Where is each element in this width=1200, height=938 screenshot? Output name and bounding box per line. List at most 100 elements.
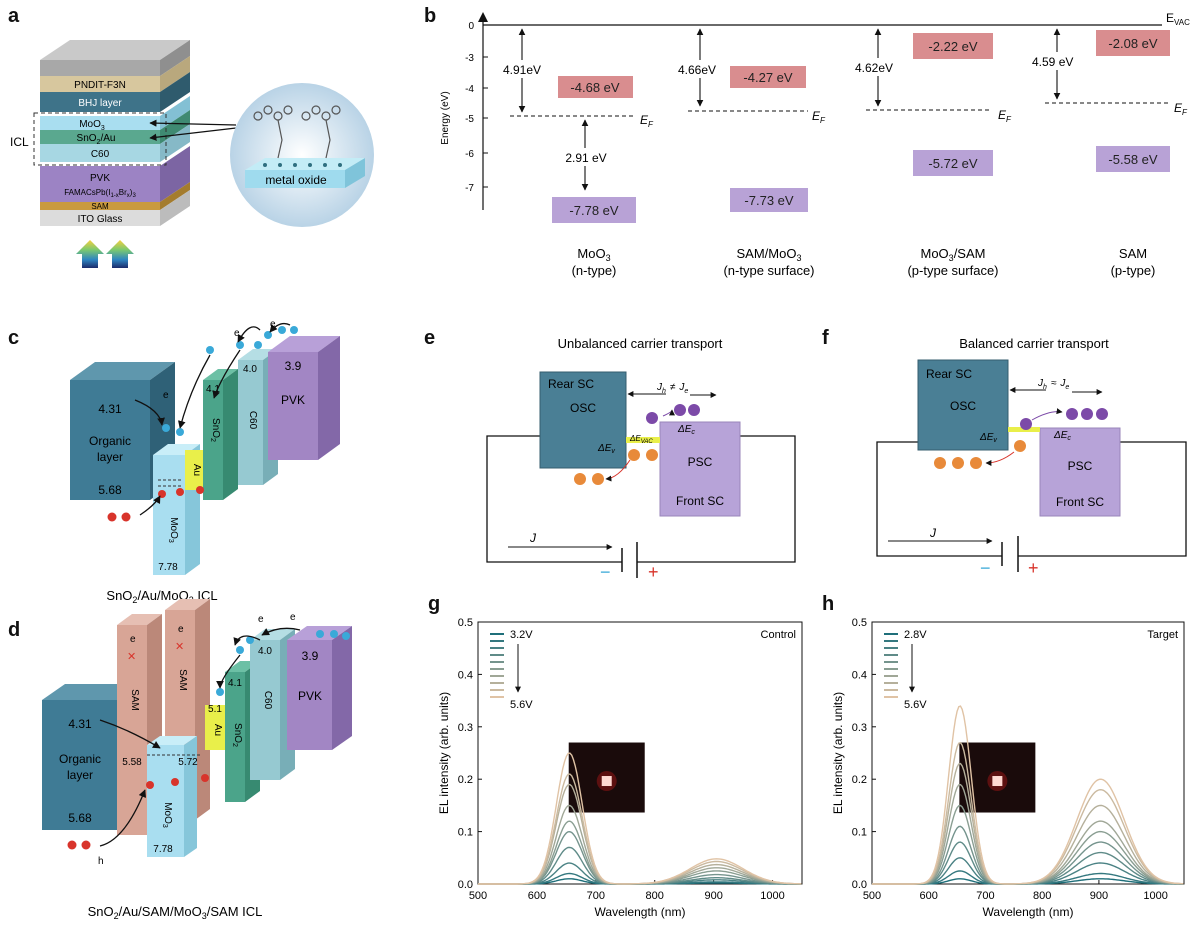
panel-h-letter: h — [822, 593, 834, 615]
cbm-box — [558, 76, 633, 98]
x-tick-label: 600 — [528, 890, 546, 902]
svg-text:MoO3: MoO3 — [79, 119, 105, 132]
svg-text:(n-type): (n-type) — [572, 263, 617, 278]
svg-text:+: + — [1028, 558, 1039, 578]
svg-text:3.9: 3.9 — [285, 359, 302, 373]
y-axis-label: EL intensity (arb. units) — [831, 692, 845, 814]
svg-text:7.78: 7.78 — [153, 844, 173, 855]
work-function-label: 4.91eV — [503, 63, 541, 77]
svg-text:e: e — [130, 634, 136, 645]
svg-text:ΔEv: ΔEv — [597, 443, 615, 455]
x-tick-label: 900 — [1090, 890, 1108, 902]
svg-text:-4.27 eV: -4.27 eV — [743, 70, 792, 85]
svg-text:Au: Au — [212, 724, 223, 736]
layer-moo3 — [40, 116, 160, 130]
el-spot — [601, 776, 612, 787]
svg-text:(n-type surface): (n-type surface) — [723, 263, 814, 278]
svg-text:EVAC: EVAC — [1166, 11, 1190, 27]
svg-text:SAM/MoO3: SAM/MoO3 — [737, 246, 802, 263]
energy-column-sam-moo3: 4.66eV -4.27 eV EF -7.73 eV SAM/MoO3 (n-… — [676, 28, 826, 278]
vbm-box — [552, 197, 636, 223]
x-tick-label: 600 — [920, 890, 938, 902]
sno2-block — [203, 380, 223, 500]
svg-text:Organic: Organic — [89, 434, 131, 448]
svg-text:Jh≠Je: Jh≠Je — [656, 382, 688, 395]
panel-c-letter: c — [8, 327, 19, 349]
energy-column-moo3: 4.91eV -4.68 eV EF 2.91 eV -7.78 eV MoO3… — [500, 28, 654, 278]
x-tick-label: 700 — [587, 890, 605, 902]
y-tick-label: 0.2 — [852, 774, 867, 786]
svg-text:MoO3: MoO3 — [161, 802, 173, 828]
legend-bottom-label: 5.6V — [510, 699, 533, 711]
layer-bhj-label: BHJ layer — [78, 98, 122, 109]
top-electrode-face — [40, 60, 160, 76]
layer-ito-label: ITO Glass — [78, 214, 123, 225]
pvk-block — [268, 352, 318, 460]
svg-text:OSC: OSC — [950, 399, 976, 413]
svg-text:-4: -4 — [465, 84, 474, 95]
y-tick-label: 0.4 — [852, 669, 867, 681]
layer-pndit-label: PNDIT-F3N — [74, 80, 126, 91]
svg-text:MoO3: MoO3 — [167, 517, 179, 543]
osc-block — [539, 371, 627, 469]
el-series-line — [478, 752, 802, 885]
sam-block-1 — [117, 625, 147, 835]
y-tick-label: 0.5 — [458, 617, 473, 629]
svg-text:ΔEc: ΔEc — [677, 424, 695, 436]
blocked-cross-icon: ✕ — [175, 641, 184, 653]
panel-b: b Energy (eV) 0 -3 -4 -5 -6 -7 EVAC 4.91… — [424, 5, 1190, 278]
svg-text:-4.68 eV: -4.68 eV — [570, 80, 619, 95]
panel-c: c 4.31 Organic layer 5.68 MoO3 7.78 Au 4… — [8, 319, 340, 605]
el-series-line — [478, 804, 802, 885]
y-tick-label: 0.0 — [852, 879, 867, 891]
svg-text:4.62eV: 4.62eV — [855, 61, 893, 75]
x-tick-label: 800 — [646, 890, 664, 902]
icl-label: ICL — [10, 135, 29, 149]
panel-f-letter: f — [822, 327, 829, 349]
svg-text:h: h — [98, 856, 104, 867]
light-arrows — [76, 240, 134, 268]
svg-text:-5.58 eV: -5.58 eV — [1108, 152, 1157, 167]
svg-text:e: e — [270, 319, 276, 330]
svg-text:PVK: PVK — [298, 689, 322, 703]
svg-text:EF: EF — [812, 109, 826, 125]
chart-annotation: Target — [1147, 629, 1178, 641]
el-spot — [992, 776, 1003, 787]
svg-text:Front SC: Front SC — [676, 494, 724, 508]
svg-text:OSC: OSC — [570, 401, 596, 415]
x-tick-label: 1000 — [1143, 890, 1167, 902]
svg-text:4.0: 4.0 — [243, 364, 257, 375]
svg-text:e: e — [258, 614, 264, 625]
svg-text:4.1: 4.1 — [206, 384, 220, 395]
layer-pvk-label: PVK — [90, 173, 110, 184]
electron-icons — [162, 326, 298, 436]
legend-bottom-label: 5.6V — [904, 699, 927, 711]
svg-text:e: e — [163, 390, 169, 401]
svg-text:−: − — [980, 558, 991, 578]
c60-block — [238, 360, 263, 485]
svg-text:ΔEVAC: ΔEVAC — [629, 434, 653, 445]
svg-text:-2.08 eV: -2.08 eV — [1108, 36, 1157, 51]
psc-block — [659, 421, 741, 517]
svg-text:3.9: 3.9 — [302, 649, 319, 663]
svg-text:-5: -5 — [465, 114, 474, 125]
x-tick-label: 500 — [863, 890, 881, 902]
legend-top-label: 2.8V — [904, 629, 927, 641]
inset-label: metal oxide — [265, 173, 327, 187]
chart-annotation: Control — [761, 629, 796, 641]
y-tick-label: 0.2 — [458, 774, 473, 786]
panel-g-letter: g — [428, 593, 440, 615]
layer-c60 — [40, 144, 160, 162]
layer-pvk — [40, 166, 160, 202]
svg-text:PSC: PSC — [688, 455, 713, 469]
layer-sno2-label: SnO — [77, 133, 97, 144]
x-tick-label: 900 — [704, 890, 722, 902]
blocked-cross-icon: ✕ — [127, 651, 136, 663]
svg-text:EF: EF — [998, 108, 1012, 124]
energy-ticks: 0 -3 -4 -5 -6 -7 — [465, 21, 474, 194]
svg-text:(p-type): (p-type) — [1111, 263, 1156, 278]
svg-text:SnO2: SnO2 — [209, 418, 221, 442]
svg-text:-7.73 eV: -7.73 eV — [744, 193, 793, 208]
svg-text:SnO2: SnO2 — [231, 723, 243, 747]
svg-text:SnO2/Au: SnO2/Au — [77, 133, 116, 146]
